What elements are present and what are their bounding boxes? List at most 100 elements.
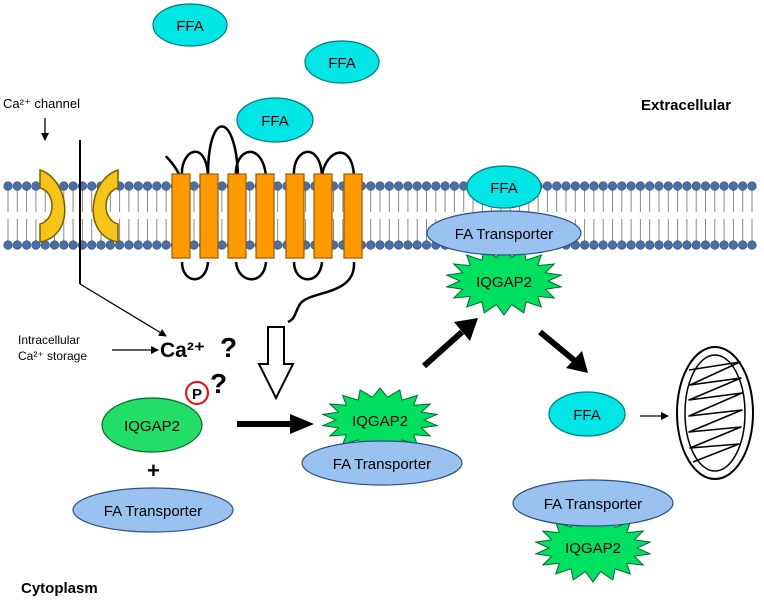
lipid-head: [12, 181, 22, 191]
lipid-head: [87, 181, 97, 191]
lipid-head: [738, 181, 748, 191]
lipid-head: [691, 240, 701, 250]
translocation-arrow: [421, 318, 478, 369]
lipid-head: [161, 181, 171, 191]
ca-channel-label: Ca²⁺ channel: [3, 96, 80, 111]
svg-text:FA Transporter: FA Transporter: [333, 456, 431, 473]
lipid-head: [431, 181, 441, 191]
ffa-cytoplasm: FFA: [548, 391, 626, 437]
lipid-head: [589, 240, 599, 250]
lipid-head: [738, 240, 748, 250]
svg-text:FA Transporter: FA Transporter: [104, 503, 202, 520]
lipid-head: [421, 181, 432, 191]
lipid-head: [542, 181, 553, 191]
lipid-head: [375, 181, 385, 191]
lipid-head: [570, 181, 580, 191]
lipid-head: [449, 181, 460, 191]
lipid-head: [710, 240, 720, 250]
cytoplasm-label: Cytoplasm: [21, 580, 98, 597]
lipid-head: [31, 240, 41, 250]
lipid-head: [663, 240, 673, 250]
phospho-marker: P: [185, 381, 209, 405]
lipid-head: [412, 240, 422, 250]
lipid-head: [598, 240, 608, 250]
lipid-head: [728, 181, 739, 191]
lipid-head: [552, 181, 562, 191]
svg-text:IQGAP2: IQGAP2: [476, 274, 532, 291]
lipid-head: [245, 240, 255, 250]
lipid-head: [421, 240, 432, 250]
ca-question-mark: ?: [220, 332, 237, 363]
lipid-head: [152, 181, 162, 191]
ffa-top3: FFA: [236, 97, 314, 143]
svg-text:FFA: FFA: [573, 407, 601, 424]
receptor-signal-arrow: [257, 326, 295, 401]
lipid-head: [96, 240, 106, 250]
ca-storage-label-line2: Ca²⁺ storage: [18, 349, 87, 363]
channel-to-ca-arrow: [79, 283, 167, 337]
lipid-head: [217, 240, 227, 250]
lipid-head: [728, 240, 739, 250]
lipid-head: [719, 181, 729, 191]
lipid-head: [142, 181, 153, 191]
lipid-head: [589, 181, 599, 191]
ca-storage-label-line1: Intracellular: [18, 333, 80, 347]
lipid-head: [607, 240, 618, 250]
ffa-top1: FFA: [152, 3, 228, 47]
seven-transmembrane-receptor-icon: [164, 125, 363, 324]
iqgap2-right: IQGAP2: [534, 513, 652, 583]
lipid-head: [124, 240, 134, 250]
mitochondrion-icon: [676, 346, 754, 480]
lipid-head: [645, 240, 655, 250]
lipid-head: [273, 240, 283, 250]
ffa-membrane: FFA: [466, 165, 542, 209]
svg-text:FA Transporter: FA Transporter: [544, 496, 642, 513]
lipid-head: [617, 181, 627, 191]
svg-text:FFA: FFA: [328, 55, 356, 72]
internalization-arrow: [538, 329, 588, 373]
lipid-head: [3, 240, 13, 250]
svg-text:FFA: FFA: [261, 113, 289, 130]
lipid-head: [747, 240, 757, 250]
lipid-head: [579, 240, 590, 250]
lipid-head: [217, 181, 227, 191]
svg-text:FA Transporter: FA Transporter: [455, 226, 553, 243]
lipid-head: [626, 181, 636, 191]
lipid-head: [635, 181, 646, 191]
lipid-head: [412, 181, 422, 191]
lipid-head: [700, 240, 711, 250]
lipid-head: [59, 181, 69, 191]
lipid-head: [189, 240, 199, 250]
lipid-head: [663, 181, 673, 191]
lipid-head: [114, 240, 125, 250]
lipid-head: [68, 181, 78, 191]
lipid-head: [142, 240, 153, 250]
svg-text:IQGAP2: IQGAP2: [352, 413, 408, 430]
transporter-membrane: FA Transporter: [426, 210, 582, 256]
lipid-head: [617, 240, 627, 250]
transporter-right: FA Transporter: [512, 479, 674, 527]
lipid-head: [124, 181, 134, 191]
lipid-head: [682, 240, 692, 250]
lipid-head: [384, 181, 394, 191]
svg-text:P: P: [192, 386, 202, 403]
lipid-head: [403, 181, 413, 191]
ffa-top2: FFA: [304, 40, 380, 84]
lipid-head: [133, 181, 143, 191]
lipid-head: [375, 240, 385, 250]
lipid-head: [59, 240, 69, 250]
lipid-head: [105, 240, 115, 250]
lipid-head: [607, 181, 618, 191]
lipid-head: [561, 181, 571, 191]
iqgap2-left: IQGAP2: [101, 397, 203, 453]
ion-channel-icon: [39, 168, 119, 243]
lipid-head: [645, 181, 655, 191]
lipid-head: [700, 181, 711, 191]
lipid-head: [161, 240, 171, 250]
lipid-head: [245, 181, 255, 191]
lipid-head: [598, 181, 608, 191]
lipid-head: [31, 181, 41, 191]
svg-text:FFA: FFA: [490, 180, 518, 197]
lipid-head: [626, 240, 636, 250]
